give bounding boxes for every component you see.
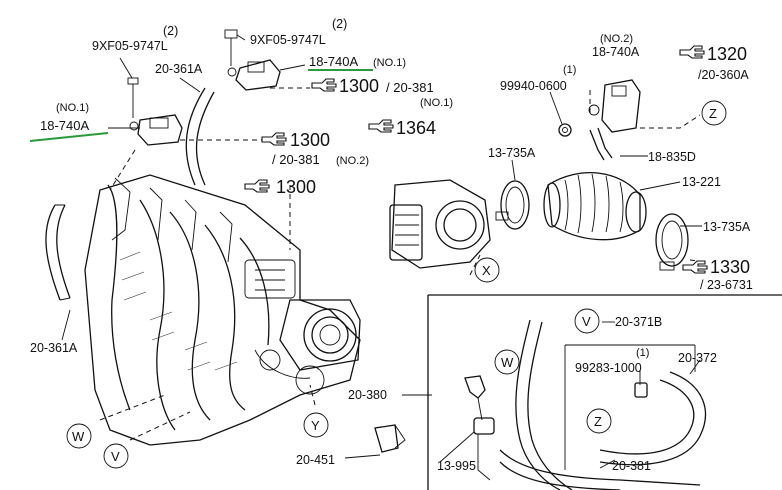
manifold-throttle-body [254,299,361,395]
label-ref-20381-b: / 20-381 [272,152,320,167]
label-nut-pn: 99940-0600 [500,79,567,93]
label-ref-1300-a: 1300 [339,76,379,96]
label-hose-20381: 20-381 [612,459,651,473]
part-labels: (2) 9XF05-9747L (2) 9XF05-9747L 20-361A … [30,17,753,473]
pointing-hand-icon [311,78,337,92]
circle-x: X [482,263,491,278]
circle-y: Y [311,418,320,433]
circle-z-inset: Z [594,414,602,429]
label-clamp-top-pn: 13-735A [488,146,536,160]
label-bolt-right-qty: (2) [332,17,347,31]
nut-99940-0600 [558,123,572,137]
throttle-body-1364 [389,179,491,269]
bolt-9xf05-right [224,29,238,66]
label-valve-no1-left-tag: (NO.1) [56,102,89,114]
solenoid-valve-no2 [588,79,641,133]
label-duct-pn: 13-221 [682,175,721,189]
label-ref-1320: 1320 [707,44,747,64]
pointing-hand-icon [244,179,270,193]
label-hose-top: 20-361A [155,62,203,76]
label-ref-20381-b-tag: (NO.2) [336,155,369,167]
hose-20-361a-left [45,204,71,301]
label-clip-qty: (1) [636,347,649,359]
circle-w-left: W [72,429,85,444]
label-ref-236731: / 23-6731 [700,278,753,292]
label-clip-pn: 99283-1000 [575,361,642,375]
bolt-9xf05-left [127,77,139,118]
label-nut-qty: (1) [563,64,576,76]
label-hose-18835d: 18-835D [648,150,696,164]
label-clamp-right-pn: 13-735A [703,220,751,234]
label-hose-20371b: 20-371B [615,315,662,329]
label-ref-1330: 1330 [710,257,750,277]
label-ref-1300-c: 1300 [276,177,316,197]
highlight-underlines [29,69,373,142]
hose-20-361a-top [185,87,215,186]
label-valve-no1-right-pn: 18-740A [309,54,358,69]
label-valve-no2-pn: 18-740A [592,45,640,59]
label-valve-no2-tag: (NO.2) [600,33,633,45]
label-hose-bottom: 20-361A [30,341,78,355]
label-ref-1364: 1364 [396,118,436,138]
circle-v-inset: V [582,314,591,329]
label-hose-20380: 20-380 [348,388,387,402]
pointing-hand-icon [368,119,394,133]
pointing-hand-icon [261,132,287,146]
hose-clamp-13-735a-top [495,180,530,230]
label-pcv-13995: 13-995 [437,459,476,473]
label-ref-20360a: /20-360A [698,68,749,82]
circle-z-top: Z [709,106,717,121]
label-ref-1300-b: 1300 [290,130,330,150]
circle-w-inset: W [501,355,514,370]
circle-v-left: V [111,449,120,464]
leader-lines [61,34,706,469]
circle-markers [66,100,727,469]
label-bolt-left-pn: 9XF05-9747L [92,39,168,53]
label-bolt-left-qty: (2) [163,24,178,38]
label-ref-20381-a: / 20-381 [386,80,434,95]
label-ref-20381-a-tag: (NO.1) [420,97,453,109]
label-hose-20372: 20-372 [678,351,717,365]
label-valve-no1-right-tag: (NO.1) [373,57,406,69]
label-bolt-right-pn: 9XF05-9747L [250,33,326,47]
solenoid-valve-no1-left [129,114,183,146]
label-valve-no1-left-pn: 18-740A [40,118,89,133]
pointing-hand-icon [679,45,705,59]
solenoid-valve-no1-right [227,59,281,91]
air-intake-duct-13-221 [543,172,647,241]
label-pipe-20451: 20-451 [296,453,335,467]
inset-panel [374,294,782,490]
intake-manifold [84,174,361,446]
hose-18-835d [589,127,613,161]
hose-clamp-13-735a-right [655,213,689,271]
pointing-hand-icon [682,260,708,274]
